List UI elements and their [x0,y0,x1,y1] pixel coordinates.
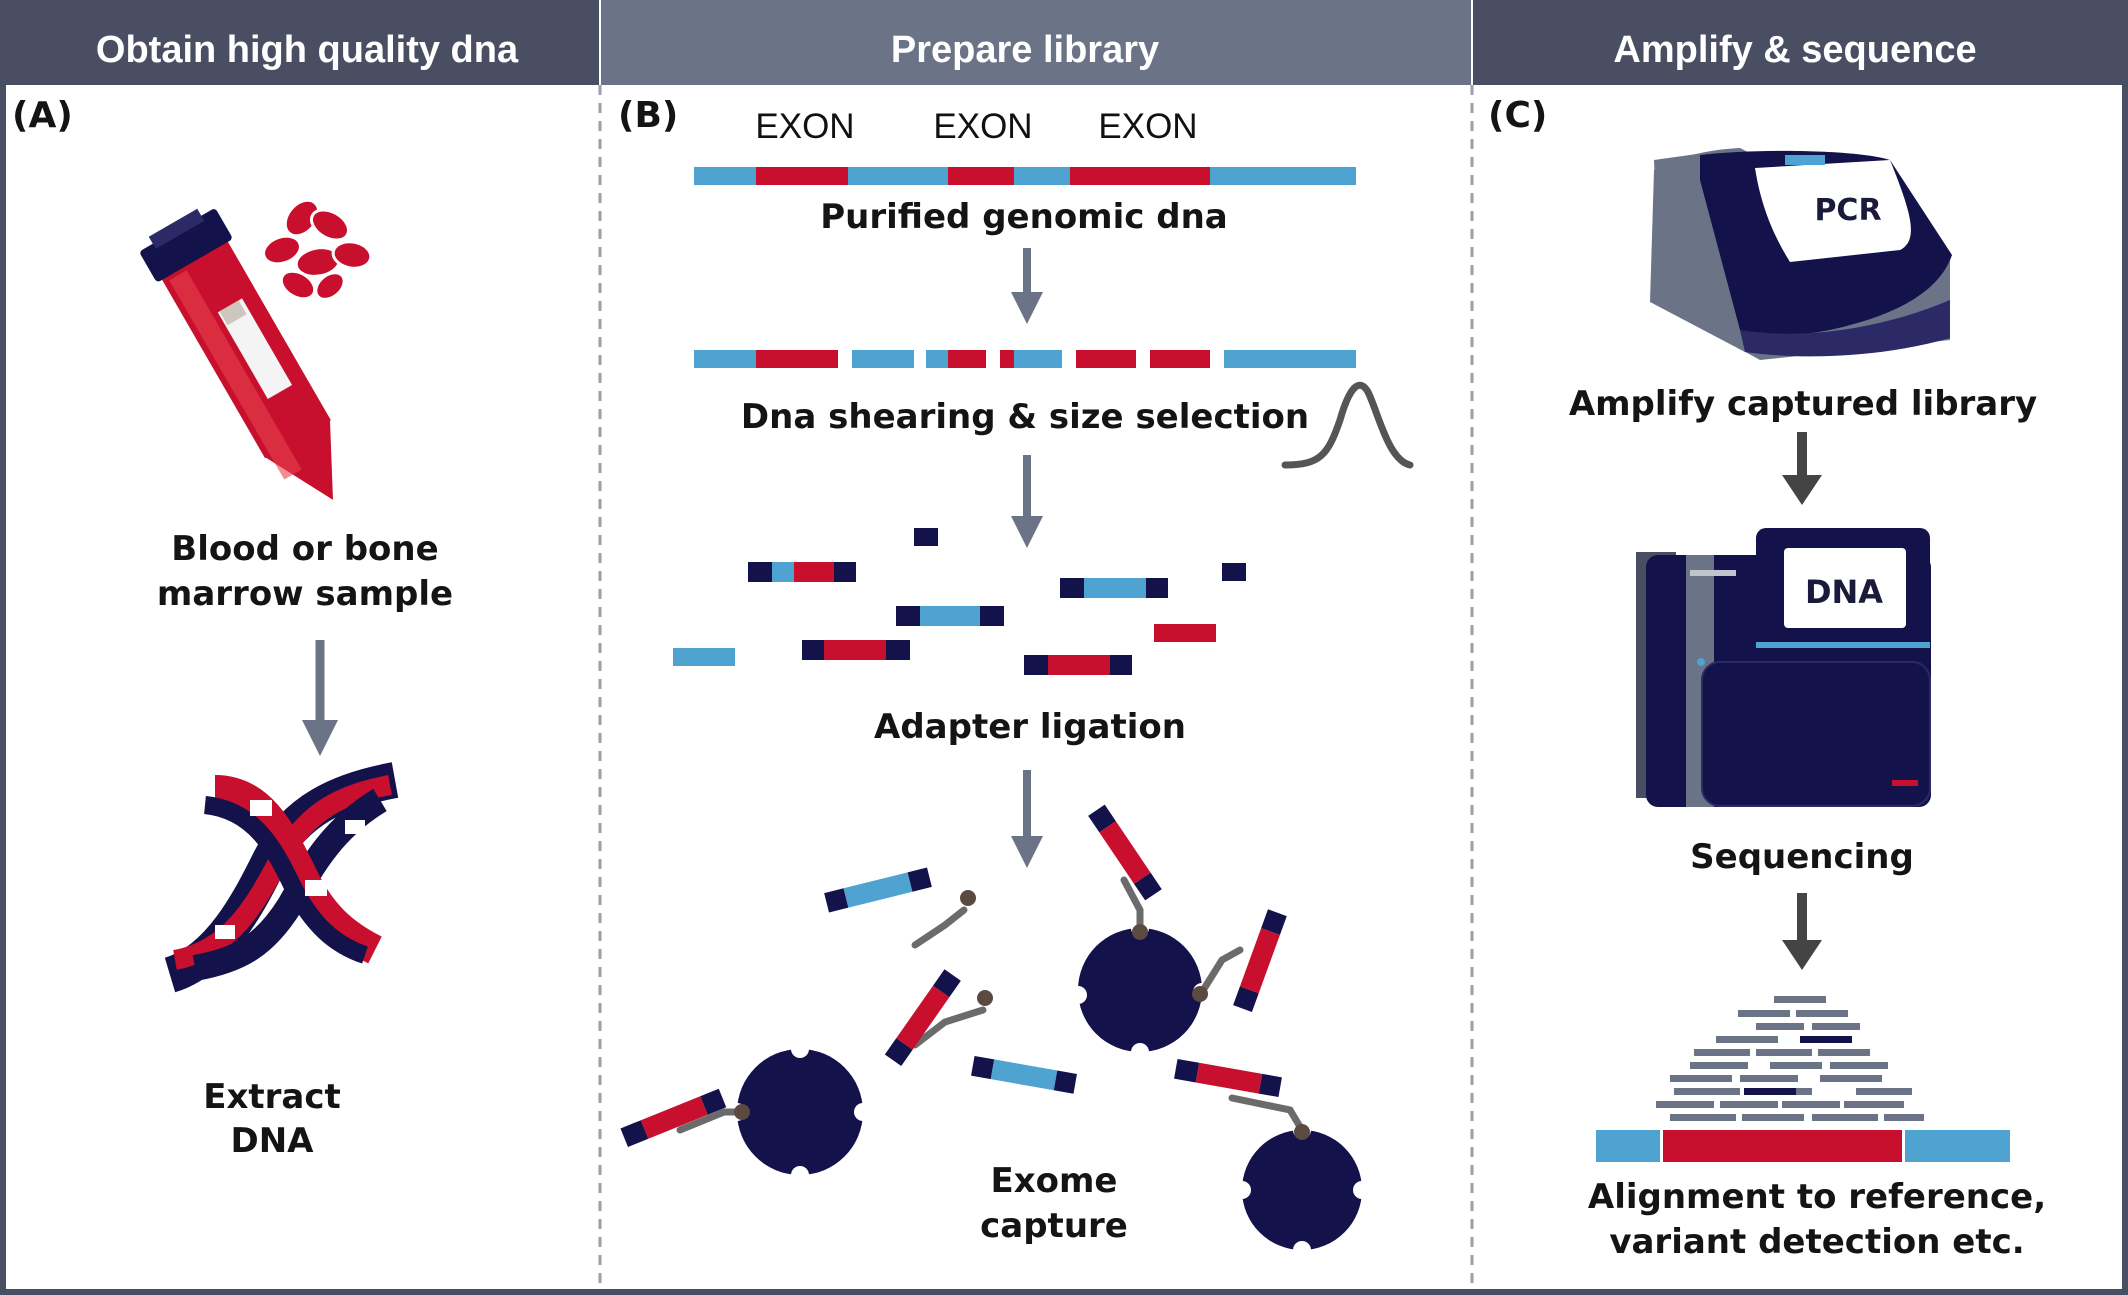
exome-capture-scene [620,804,1371,1259]
aligned-reads-pileup [1656,996,1924,1121]
panel-label-b: (B) [618,95,678,136]
panel-label-c: (C) [1488,95,1547,136]
arrow-c2-head [1782,940,1822,970]
label-extract-line1: Extract [203,1077,341,1117]
header-b-title: Prepare library [891,29,1159,71]
dna-helix-icon [163,762,399,993]
label-shearing: Dna shearing & size selection [741,397,1309,437]
header-a-title: Obtain high quality dna [96,29,519,71]
exon-label-2: EXON [933,107,1032,146]
sequencer-icon: DNA [1636,528,1931,807]
panel-label-a: (A) [12,95,73,136]
header-bar: Obtain high quality dna Prepare library … [0,0,2128,85]
exon-label-1: EXON [755,107,854,146]
exon-label-3: EXON [1098,107,1197,146]
pcr-screen-label: PCR [1814,193,1881,228]
label-purified-dna: Purified genomic dna [820,197,1228,237]
label-exome-line2: capture [980,1206,1128,1246]
label-sequencing: Sequencing [1690,837,1914,877]
header-c-title: Amplify & sequence [1613,29,1976,71]
header-a-background [0,0,600,85]
label-adapter-ligation: Adapter ligation [874,707,1186,747]
label-exome-line1: Exome [990,1161,1117,1201]
pcr-machine-icon: PCR [1650,148,1952,360]
label-blood-line1: Blood or bone [171,529,438,569]
genomic-dna-strand [694,167,1356,185]
sheared-dna-fragments [694,350,1356,368]
blood-tube-icon [140,208,333,500]
sequencer-screen-label: DNA [1805,573,1883,611]
label-blood-line2: marrow sample [157,574,453,614]
label-alignment-line1: Alignment to reference, [1588,1177,2046,1217]
label-amplify: Amplify captured library [1569,384,2037,424]
reference-genome-bar [1596,1130,2010,1162]
capture-bead-3 [1233,1121,1371,1259]
variant-read-1 [1800,1036,1852,1043]
header-b-background [600,0,1472,85]
header-c-background [1472,0,2128,85]
variant-read-2 [1744,1088,1796,1095]
size-distribution-curve [1281,381,1414,469]
arrow-c1-head [1782,475,1822,505]
label-extract-line2: DNA [231,1121,315,1161]
label-alignment-line2: variant detection etc. [1609,1222,2024,1262]
capture-bead-1 [1069,919,1211,1061]
adapter-ligated-fragments [673,528,1246,675]
blood-cells-icon [262,198,373,301]
